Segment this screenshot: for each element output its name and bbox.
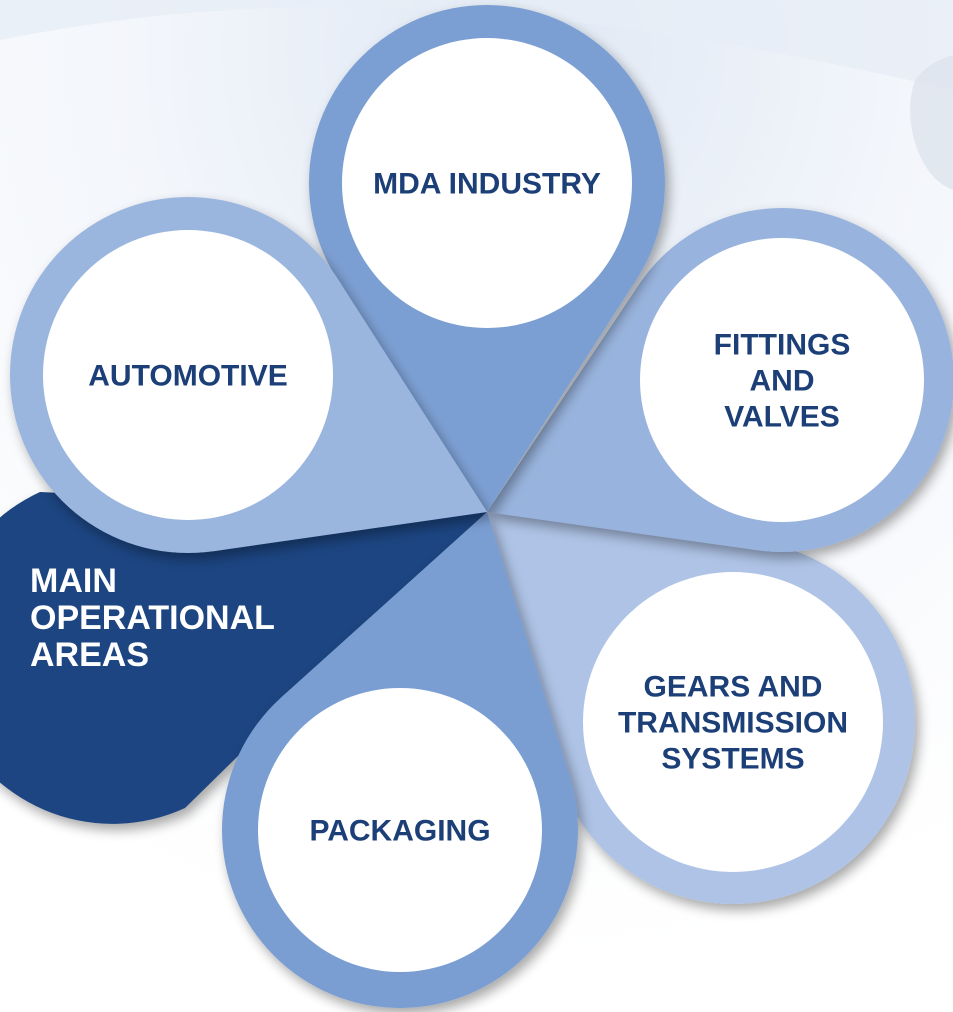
center-petal-shape — [0, 492, 487, 824]
center-petal — [0, 492, 487, 824]
background-map-silhouette — [910, 55, 953, 190]
area-label-packaging: PACKAGING — [309, 815, 490, 848]
petal-inner-circle-gears-and-transmission-systems — [583, 572, 883, 872]
background-swoosh — [0, 0, 953, 90]
area-label-line: MDA INDUSTRY — [373, 168, 601, 201]
area-label-line: AUTOMOTIVE — [88, 360, 287, 393]
area-label-line: AND — [750, 365, 815, 398]
petal-inner-circle-packaging — [258, 688, 542, 972]
area-label-automotive: AUTOMOTIVE — [88, 360, 287, 393]
petal-inner-circle-mda-industry — [342, 38, 632, 328]
area-label-mda-industry: MDA INDUSTRY — [373, 168, 601, 201]
petal-inner-circle-automotive — [43, 230, 333, 520]
area-label-line: TRANSMISSION — [618, 707, 848, 740]
area-label-line: SYSTEMS — [661, 743, 804, 776]
petal-inner-circle-fittings-and-valves — [640, 238, 924, 522]
area-label-line: GEARS AND — [644, 671, 823, 704]
area-label-line: VALVES — [724, 401, 840, 434]
area-label-line: PACKAGING — [309, 815, 490, 848]
center-label-line: AREAS — [30, 636, 149, 674]
area-label-line: FITTINGS — [714, 329, 851, 362]
center-label-line: OPERATIONAL — [30, 599, 275, 637]
center-label-line: MAIN — [30, 562, 117, 600]
